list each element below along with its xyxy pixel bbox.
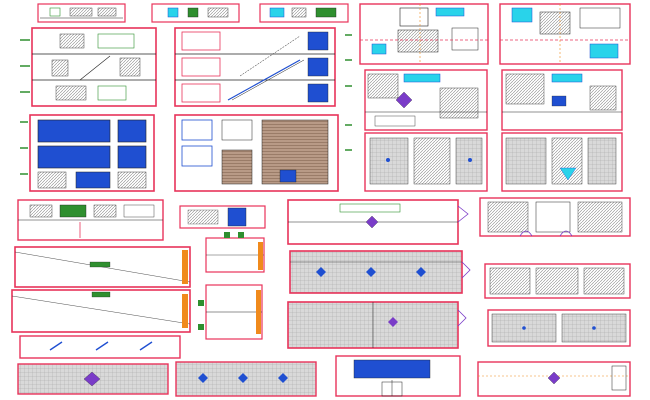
panel-ceiling-plan-6 xyxy=(477,361,631,397)
panel-ceiling-plan-3 xyxy=(287,301,467,349)
panel-wall-elevation-6 xyxy=(487,309,631,347)
panel-front-elevation-2 xyxy=(174,114,352,192)
panel-elevation-strip-3 xyxy=(259,3,349,23)
panel-wall-elevation-2 xyxy=(479,197,631,237)
panel-elevation-strip-1 xyxy=(37,3,126,23)
panel-ceiling-plan-5 xyxy=(175,361,317,397)
panel-building-section xyxy=(20,27,157,107)
panel-stair-section xyxy=(174,27,352,107)
panel-detail-1 xyxy=(179,205,266,229)
panel-floor-plan-3 xyxy=(364,69,488,131)
panel-ceiling-plan-2 xyxy=(289,250,471,294)
panel-floor-plan-4 xyxy=(501,69,623,131)
panel-detail-3 xyxy=(198,284,263,340)
panel-floor-plan-6 xyxy=(501,132,623,192)
panel-wall-elevation-3 xyxy=(14,246,191,288)
panel-detail-2 xyxy=(205,232,265,273)
panel-wall-elevation-4 xyxy=(484,263,631,299)
panel-wall-elevation-5 xyxy=(11,289,191,333)
panel-wall-elevation-8 xyxy=(335,355,461,397)
panel-wall-elevation-1 xyxy=(17,199,164,241)
panel-floor-plan-5 xyxy=(364,132,488,192)
panel-elevation-strip-2 xyxy=(151,3,240,23)
panel-front-elevation-1 xyxy=(20,114,155,192)
panel-ceiling-plan-4 xyxy=(17,363,169,395)
panel-floor-plan-2 xyxy=(499,3,631,65)
panel-wall-elevation-7 xyxy=(19,335,181,359)
panel-ceiling-plan-1 xyxy=(287,199,469,245)
panel-floor-plan-1 xyxy=(359,3,489,65)
